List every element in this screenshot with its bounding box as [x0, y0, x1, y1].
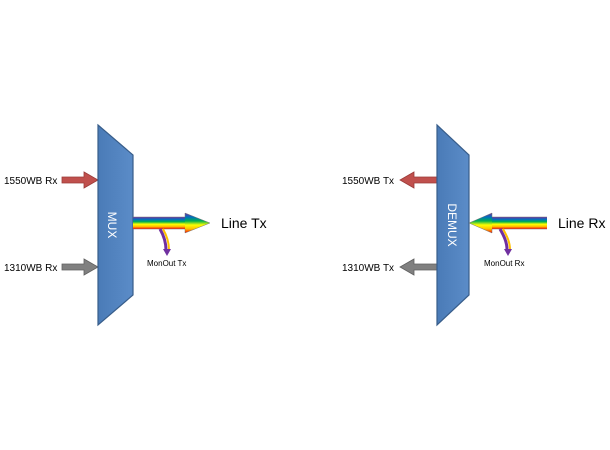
mux-group: 1550WB Rx 1310WB Rx MUX Line Tx MonOut T…: [4, 123, 267, 327]
output-arrow-1310: [399, 258, 438, 276]
line-rx-arrow: [468, 212, 547, 234]
demux-block-label: DEMUX: [445, 203, 459, 246]
line-tx-label: Line Tx: [221, 215, 267, 231]
line-rx-label: Line Rx: [558, 215, 605, 231]
demux-group: 1550WB Tx 1310WB Tx DEMUX Line Rx MonOut…: [342, 123, 605, 327]
output-arrow-1550: [399, 171, 438, 189]
line-tx-arrow: [133, 212, 211, 234]
demux-block: [436, 123, 470, 327]
input-arrow-1550: [61, 171, 99, 189]
output-label-1310: 1310WB Tx: [342, 263, 394, 274]
monitor-rx-label: MonOut Rx: [484, 259, 524, 268]
input-label-1550: 1550WB Rx: [4, 176, 57, 187]
monitor-rx-tap-arrow: [498, 228, 512, 256]
monitor-tap-arrow: [158, 228, 171, 256]
input-label-1310: 1310WB Rx: [4, 263, 57, 274]
input-arrow-1310: [61, 258, 99, 276]
monitor-tx-label: MonOut Tx: [147, 259, 186, 268]
mux-block-label: MUX: [105, 212, 119, 239]
output-label-1550: 1550WB Tx: [342, 176, 394, 187]
mux-block: [97, 123, 134, 327]
